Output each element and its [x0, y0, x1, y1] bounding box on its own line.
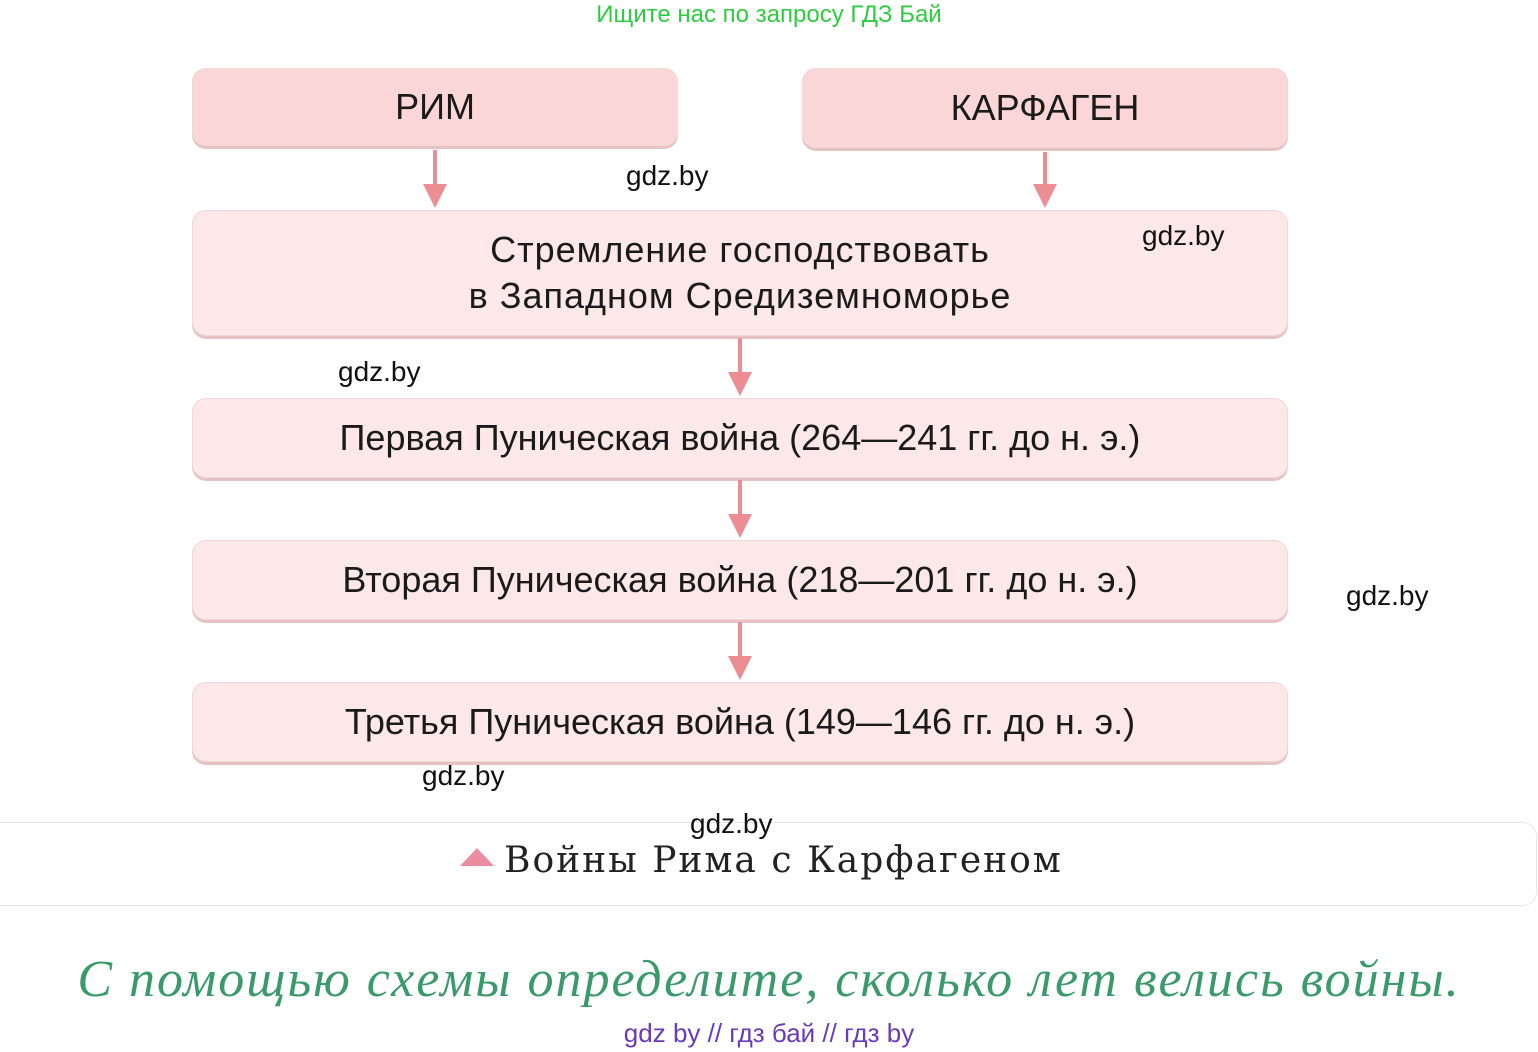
watermark: gdz.by — [690, 808, 773, 839]
war-box-1: Первая Пуническая война (264—241 гг. до … — [192, 398, 1288, 478]
aim-box: Стремление господствовать в Западном Сре… — [192, 210, 1288, 336]
caption-bar — [0, 822, 1537, 906]
carthage-label: КАРФАГЕН — [950, 87, 1140, 128]
war-label-1: Первая Пуническая война (264—241 гг. до … — [339, 417, 1141, 458]
arrow-rome-to-aim — [423, 150, 447, 208]
war-box-3: Третья Пуническая война (149—146 гг. до … — [192, 682, 1288, 762]
arrow-aim-to-war1 — [728, 338, 752, 396]
war-box-2: Вторая Пуническая война (218—201 гг. до … — [192, 540, 1288, 620]
footer-links: gdz by // гдз бай // гдз by — [623, 1018, 915, 1048]
war-label-3: Третья Пуническая война (149—146 гг. до … — [344, 701, 1136, 742]
figure-caption: Войны Рима с Карфагеном — [504, 840, 1063, 881]
watermark: gdz.by — [1346, 580, 1429, 611]
task-text: С помощью схемы определите, сколько лет … — [77, 951, 1461, 1008]
watermark: gdz.by — [338, 356, 421, 387]
carthage-box: КАРФАГЕН — [802, 68, 1288, 148]
arrow-war2-to-war3 — [728, 622, 752, 680]
arrow-carthage-to-aim — [1033, 152, 1057, 208]
watermark: gdz.by — [422, 760, 505, 791]
site-banner: Ищите нас по запросу ГДЗ Бай — [596, 1, 942, 28]
rome-box: РИМ — [192, 68, 678, 146]
arrow-war1-to-war2 — [728, 480, 752, 538]
aim-line-2: в Западном Средиземноморье — [468, 275, 1012, 316]
triangle-up-icon — [460, 848, 494, 866]
watermark: gdz.by — [626, 160, 709, 191]
watermark: gdz.by — [1142, 220, 1225, 251]
war-label-2: Вторая Пуническая война (218—201 гг. до … — [342, 559, 1138, 600]
aim-line-1: Стремление господствовать — [490, 229, 990, 270]
rome-label: РИМ — [395, 86, 475, 127]
